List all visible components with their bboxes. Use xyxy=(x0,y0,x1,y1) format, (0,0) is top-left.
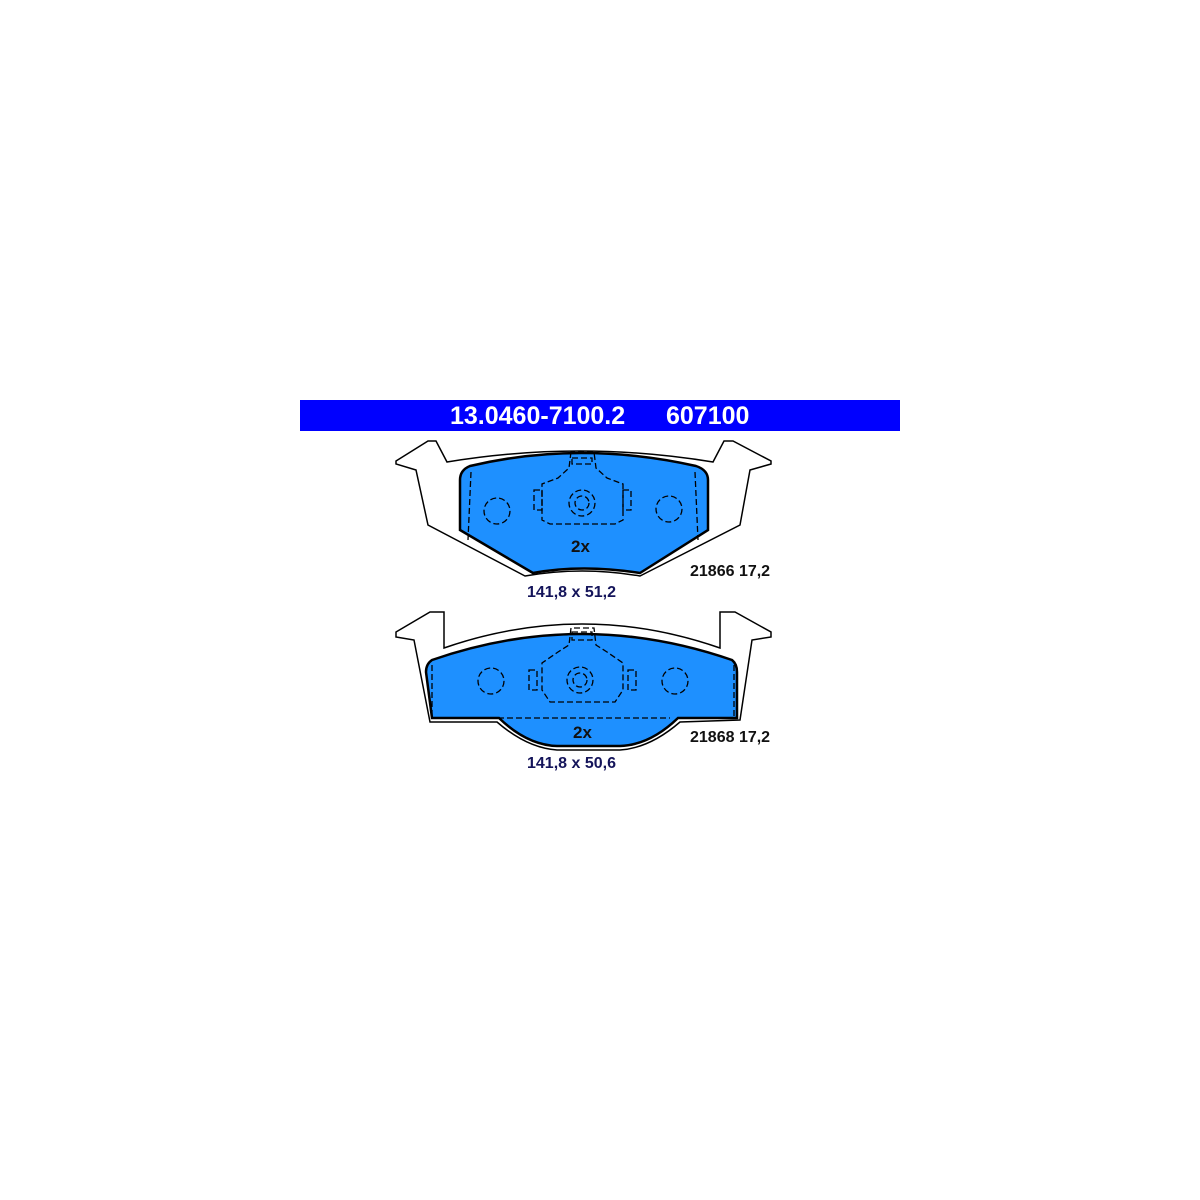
pad-1-multiplier: 2x xyxy=(571,537,590,556)
pad-1 xyxy=(395,440,772,577)
article-number: 13.0460-7100.2 xyxy=(450,402,626,430)
pad-2-dimensions: 141,8 x 50,6 xyxy=(527,755,616,772)
pad-1-dimensions: 141,8 x 51,2 xyxy=(527,584,616,601)
pad-1-code: 21866 17,2 xyxy=(690,563,771,580)
pad-2 xyxy=(395,611,772,751)
friction-material-1 xyxy=(458,451,710,575)
pad-2-multiplier: 2x xyxy=(573,723,592,742)
pad-2-code: 21868 17,2 xyxy=(690,729,771,746)
ref-number: 607100 xyxy=(666,402,750,430)
title-bar: 13.0460-7100.2 607100 xyxy=(300,400,900,431)
